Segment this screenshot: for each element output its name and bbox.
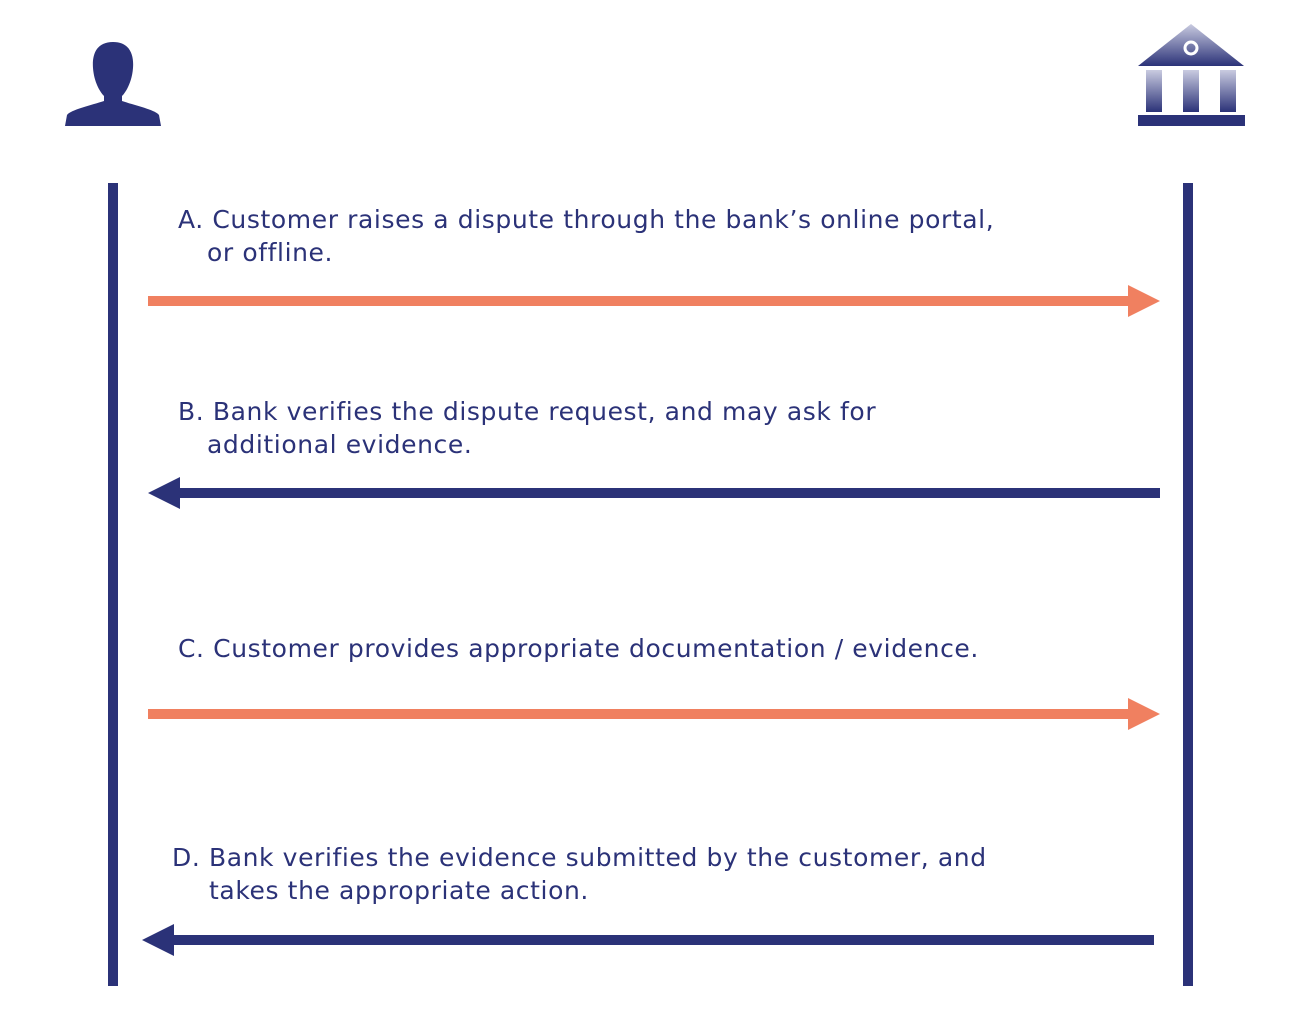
step-c-text: C. Customer provides appropriate documen… — [178, 632, 979, 665]
step-d-line1: D. Bank verifies the evidence submitted … — [172, 843, 987, 872]
step-c-line1: C. Customer provides appropriate documen… — [178, 634, 979, 663]
bank-lifeline — [1183, 183, 1193, 986]
arrow-b — [148, 477, 1160, 509]
person-icon — [65, 42, 161, 126]
arrow-a — [148, 285, 1160, 317]
step-a-text: A. Customer raises a dispute through the… — [178, 203, 994, 269]
arrow-c — [148, 698, 1160, 730]
step-a-line2: or offline. — [207, 238, 334, 267]
step-b-line2: additional evidence. — [207, 430, 473, 459]
step-b-text: B. Bank verifies the dispute request, an… — [178, 395, 876, 461]
step-b-line1: B. Bank verifies the dispute request, an… — [178, 397, 877, 426]
step-d-text: D. Bank verifies the evidence submitted … — [172, 841, 987, 907]
step-d-line2: takes the appropriate action. — [209, 876, 589, 905]
bank-icon — [1138, 24, 1245, 126]
arrow-d — [142, 924, 1154, 956]
customer-lifeline — [108, 183, 118, 986]
step-a-line1: A. Customer raises a dispute through the… — [178, 205, 995, 234]
